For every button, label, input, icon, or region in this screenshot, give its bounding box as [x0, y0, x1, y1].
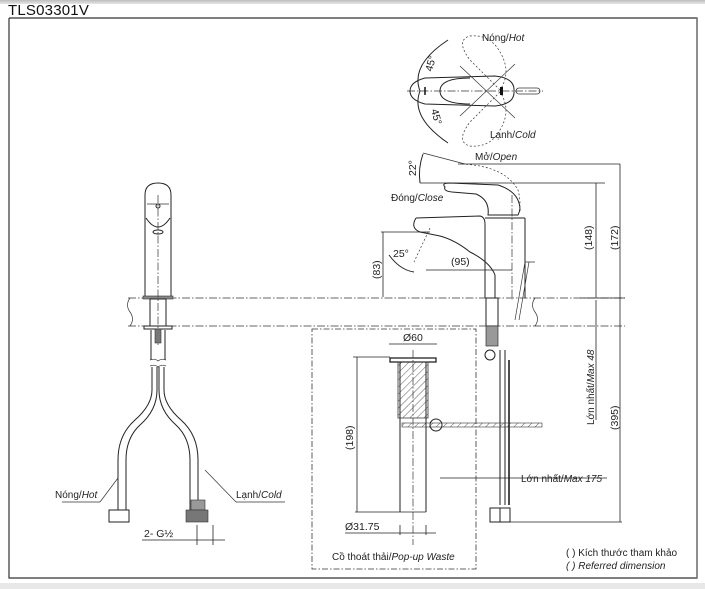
waste-height-label: (198) — [344, 425, 356, 450]
waste-pipe-diameter-label: Ø31.75 — [345, 521, 380, 533]
side-supply-lines: Lớn nhất/Max 175 — [440, 297, 607, 523]
top-view: 45° 45° Nóng/Hot Lạnh/Cold — [407, 33, 543, 147]
cold-angle-label: 45° — [428, 108, 444, 126]
height-148-label: (148) — [583, 225, 595, 250]
waste-label: Cồ thoát thải/Pop-up Waste — [332, 551, 455, 563]
front-view: Nóng/Hot Lạnh/Cold 2- G½ — [55, 182, 285, 545]
top-hot-label: Nóng/Hot — [482, 33, 525, 44]
legend-line-2: ( ) Referred dimension — [566, 561, 666, 572]
lever-angle-label: 22° — [407, 160, 419, 176]
spout-height-label: (83) — [371, 260, 383, 279]
close-label: Đóng/Close — [391, 193, 444, 204]
waste-top-diameter-label: Ø60 — [403, 332, 423, 344]
rod-max-label: Lớn nhất/Max 175 — [521, 473, 602, 485]
top-cold-label: Lạnh/Cold — [490, 130, 536, 141]
front-hot-label: Nóng/Hot — [55, 490, 98, 501]
open-label: Mở/Open — [475, 151, 518, 163]
bottom-border — [0, 583, 705, 589]
legend: ( ) Kích thước tham khảo ( ) Referred di… — [566, 548, 678, 572]
total-height-label: (395) — [609, 405, 621, 430]
side-view: 22° Mở/Open Đóng/Close 25° (95) (83) — [371, 151, 620, 321]
top-border — [0, 0, 705, 4]
legend-line-1: ( ) Kích thước tham khảo — [566, 548, 678, 559]
connection-size-label: 2- G½ — [144, 528, 173, 540]
front-cold-label: Lạnh/Cold — [236, 490, 282, 501]
deck-max-label: Lớn nhất/Max 48 — [585, 349, 597, 425]
spout-reach-label: (95) — [451, 256, 470, 268]
height-dimensions: (148) (172) Lớn nhất/Max 48 (395) — [510, 164, 625, 523]
height-172-label: (172) — [609, 225, 621, 250]
popup-waste-view: Ø60 (198) Ø31.75 Cồ thoát thải/Pop-up Wa… — [311, 328, 543, 570]
spout-angle-label: 25° — [393, 248, 409, 260]
model-title: TLS03301V — [8, 2, 90, 19]
hot-angle-label: 45° — [423, 54, 439, 72]
countertop — [127, 297, 625, 327]
